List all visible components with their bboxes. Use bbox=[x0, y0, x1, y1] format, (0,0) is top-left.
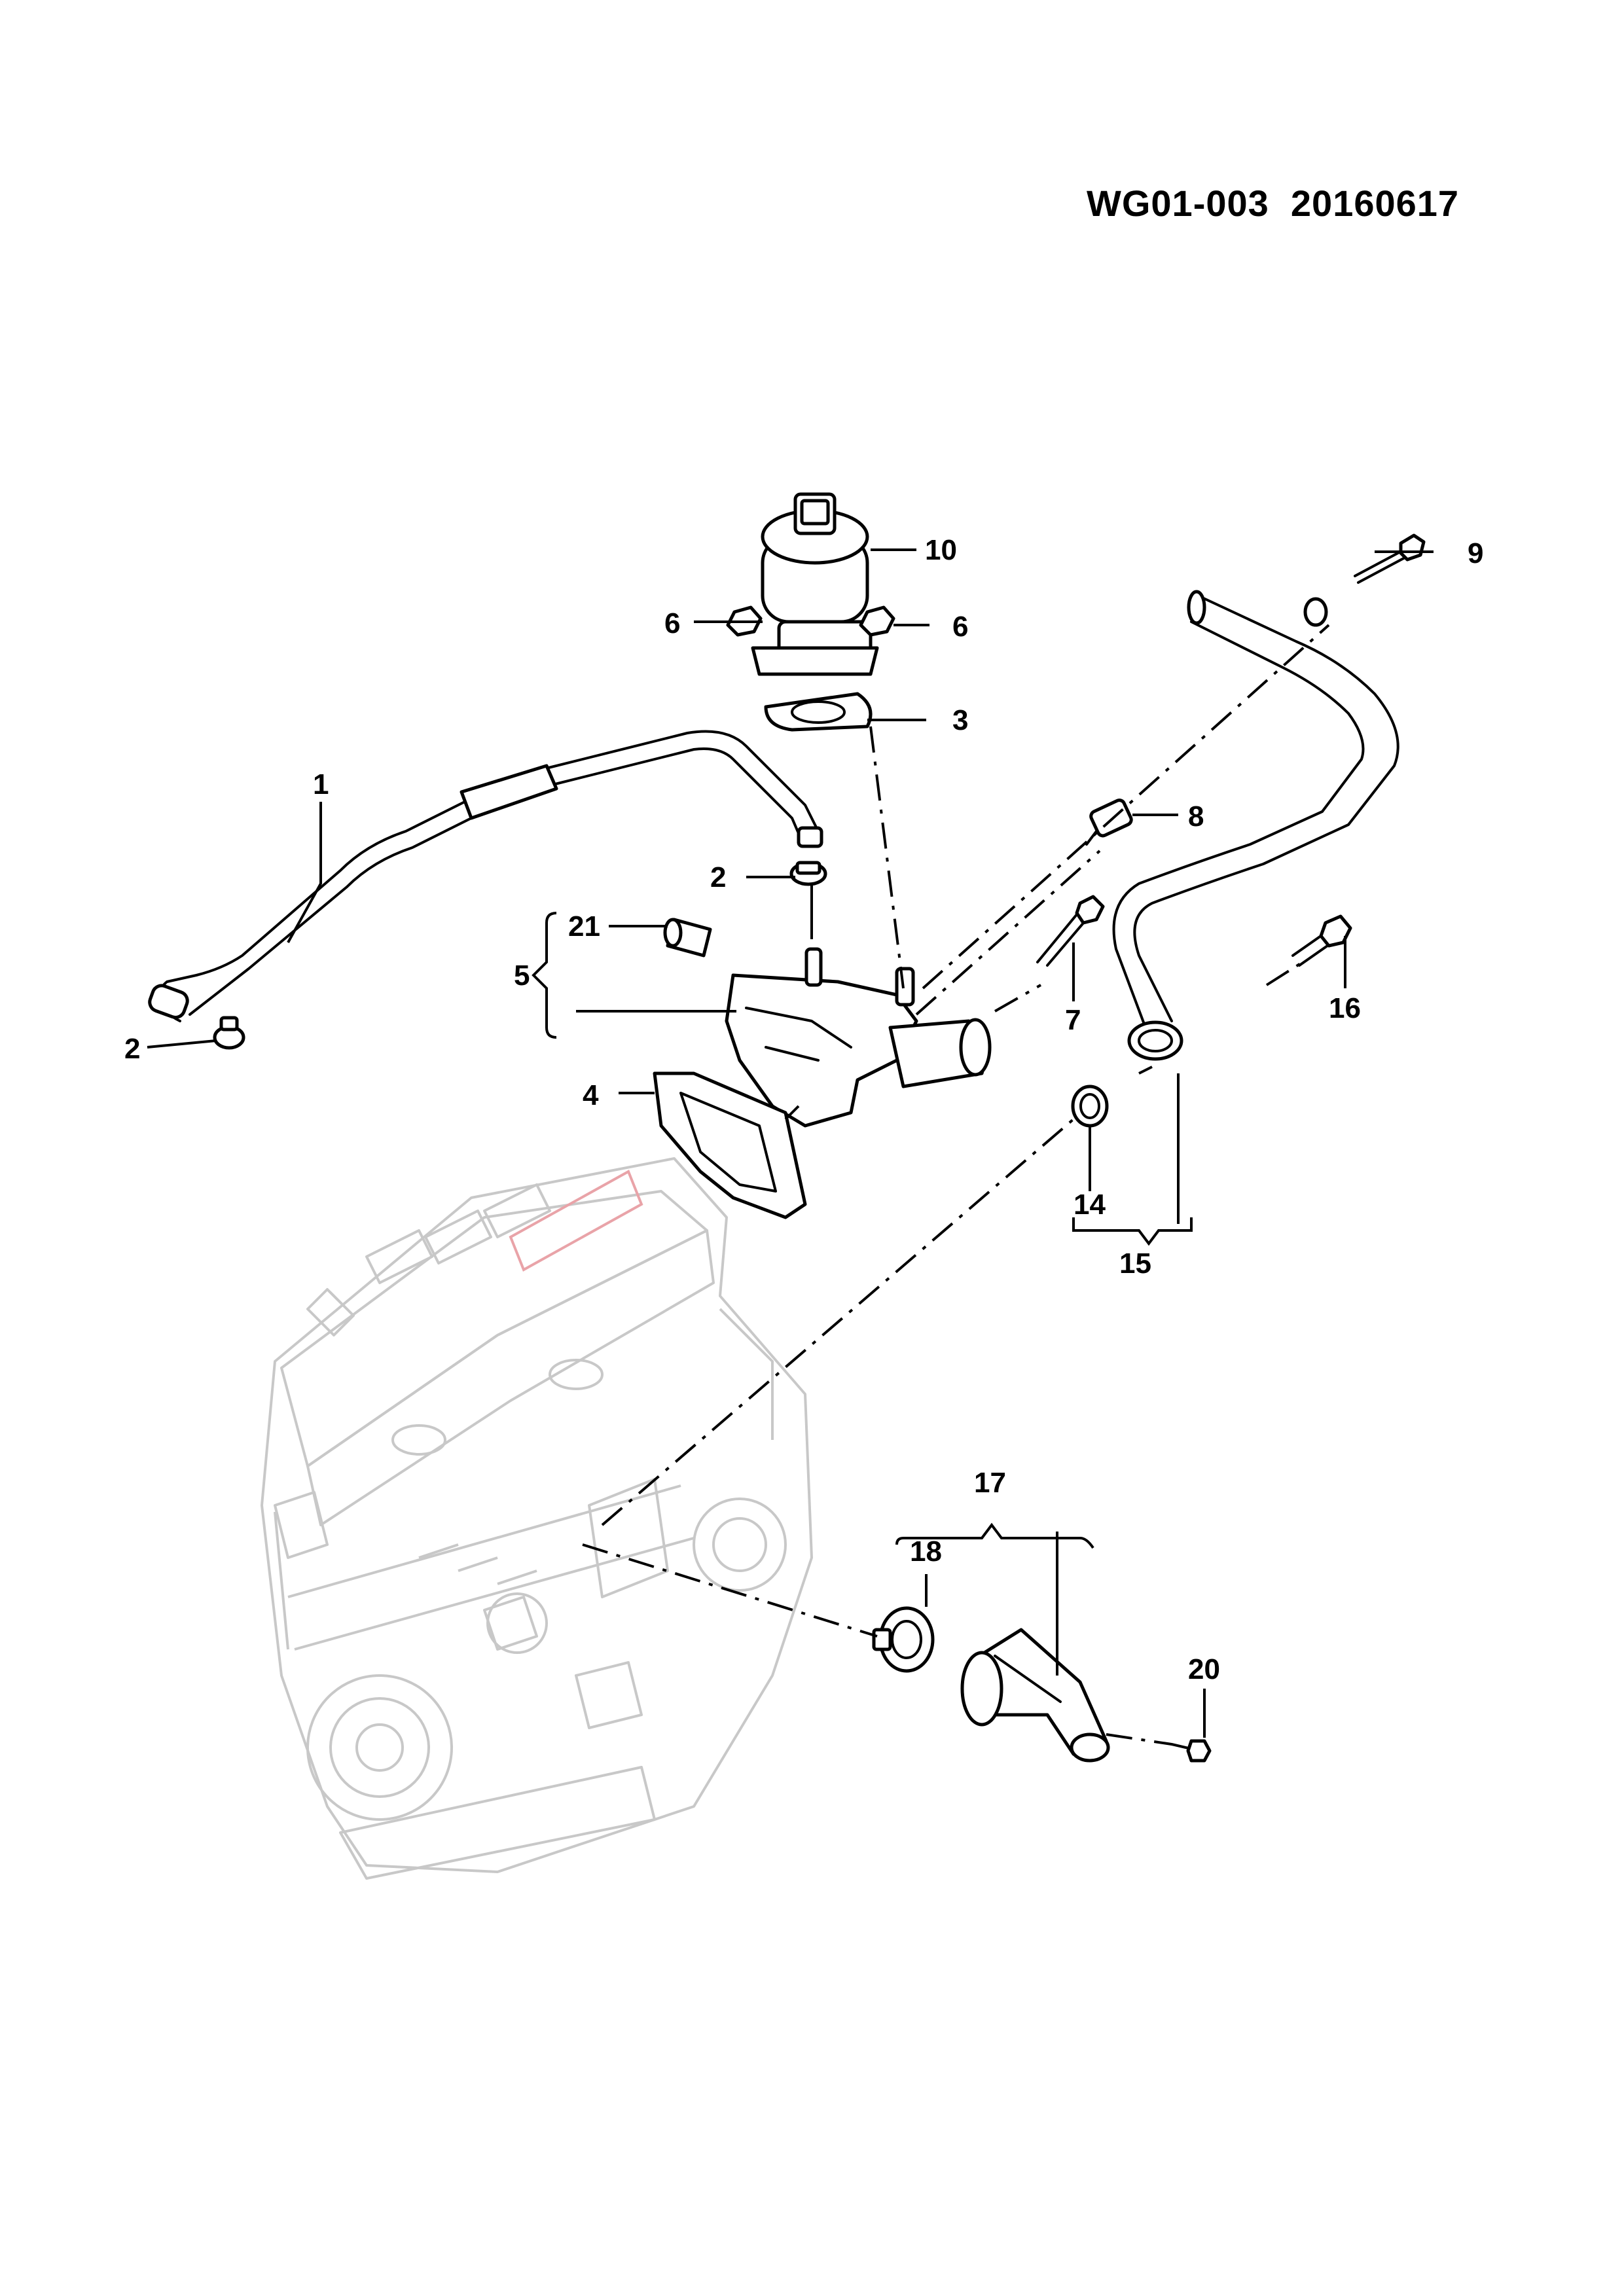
egr-valve-part-10 bbox=[751, 492, 879, 676]
thermostat-part-18 bbox=[872, 1606, 935, 1673]
callout-20: 20 bbox=[1188, 1653, 1220, 1685]
thermostat-housing-part-17 bbox=[960, 1628, 1110, 1763]
clamp-part-2-lower bbox=[213, 1016, 245, 1050]
callout-5: 5 bbox=[514, 960, 530, 992]
oring-part-14 bbox=[1071, 1085, 1109, 1128]
callout-15: 15 bbox=[1119, 1247, 1151, 1280]
leader-lines bbox=[147, 548, 1434, 1738]
sensor-part-8 bbox=[1085, 798, 1133, 846]
callout-9: 9 bbox=[1468, 537, 1483, 569]
alignment-lines bbox=[582, 624, 1330, 1746]
callout-6-left: 6 bbox=[664, 607, 680, 639]
callout-7: 7 bbox=[1065, 1004, 1081, 1036]
callout-8: 8 bbox=[1188, 800, 1204, 833]
callout-16: 16 bbox=[1329, 992, 1361, 1024]
gasket-part-4 bbox=[653, 1071, 807, 1219]
callout-1: 1 bbox=[313, 768, 329, 800]
bolt-part-9 bbox=[1354, 533, 1426, 584]
sleeve-part-21 bbox=[663, 918, 712, 958]
clamp-part-2-upper bbox=[789, 861, 827, 886]
nut-part-6-right bbox=[859, 605, 895, 637]
callout-17: 17 bbox=[974, 1467, 1006, 1499]
callout-4: 4 bbox=[583, 1079, 599, 1111]
callout-21: 21 bbox=[568, 910, 600, 942]
bolt-part-16 bbox=[1291, 914, 1352, 967]
bolt-part-20 bbox=[1170, 1739, 1212, 1763]
engine-background-illustration bbox=[261, 1157, 813, 1880]
callout-6-right: 6 bbox=[952, 611, 968, 643]
bolt-part-7 bbox=[1036, 895, 1105, 967]
callout-14: 14 bbox=[1074, 1189, 1106, 1221]
callout-10: 10 bbox=[925, 534, 957, 566]
callout-18: 18 bbox=[910, 1535, 942, 1568]
gasket-part-3 bbox=[764, 692, 873, 732]
pipe-part-1 bbox=[148, 730, 823, 1022]
callout-3: 3 bbox=[952, 704, 968, 736]
callout-2-lower: 2 bbox=[124, 1033, 140, 1065]
coolant-hose bbox=[1112, 590, 1399, 1061]
callout-numbers: 10 6 6 3 1 2 21 5 2 4 9 8 7 16 14 15 17 … bbox=[124, 534, 1483, 1685]
document-code: WG01-003 20160617 bbox=[1087, 183, 1460, 224]
housing-part-5 bbox=[725, 947, 992, 1128]
callout-2-upper: 2 bbox=[710, 861, 726, 893]
